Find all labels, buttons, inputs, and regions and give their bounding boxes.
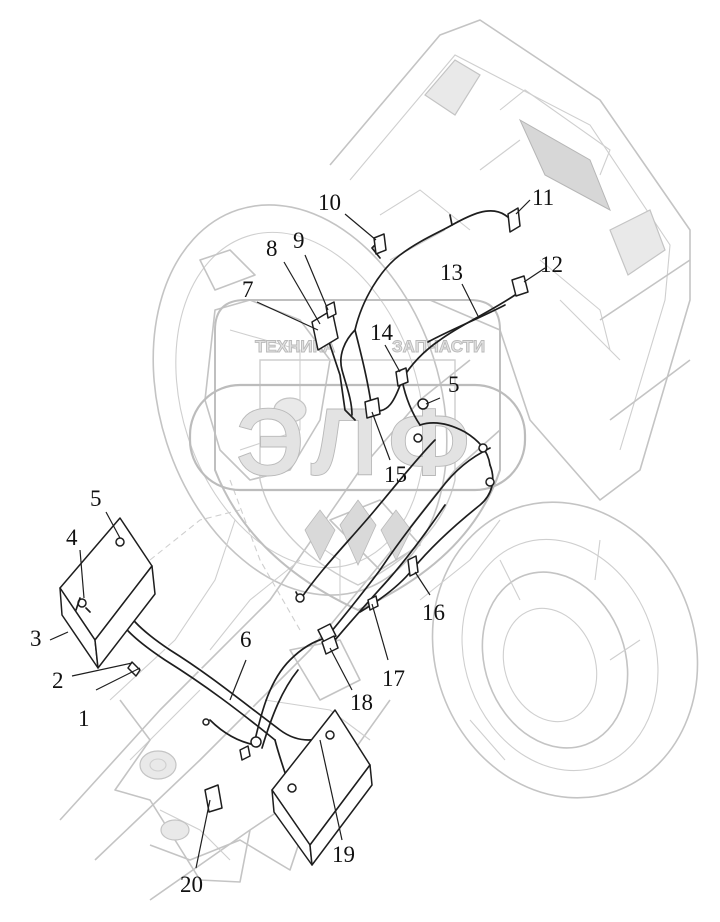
watermark: ТЕХНИКА ЗАПЧАСТИ ЭЛФ bbox=[188, 299, 527, 612]
connector-14 bbox=[395, 367, 409, 387]
callout-15: 15 bbox=[384, 462, 407, 487]
front-battery bbox=[59, 517, 156, 669]
watermark-logo: ЭЛФ bbox=[236, 389, 480, 496]
callout-1: 1 bbox=[78, 706, 90, 731]
clamp-17 bbox=[367, 595, 379, 611]
switch-box-8 bbox=[311, 309, 339, 351]
components bbox=[59, 207, 529, 866]
callout-5-rear: 5 bbox=[448, 372, 460, 397]
callout-10: 10 bbox=[318, 190, 341, 215]
callout-6: 6 bbox=[240, 627, 252, 652]
connector-18 bbox=[317, 623, 339, 655]
rear-battery bbox=[271, 709, 373, 866]
callout-18: 18 bbox=[350, 690, 373, 715]
leader-lines bbox=[49, 199, 546, 869]
callout-11: 11 bbox=[532, 185, 554, 210]
callout-4: 4 bbox=[66, 525, 78, 550]
watermark-wheat-icon bbox=[304, 499, 412, 566]
lamp-11 bbox=[507, 207, 521, 233]
callout-7: 7 bbox=[242, 277, 254, 302]
switch-9 bbox=[325, 301, 337, 319]
callout-16: 16 bbox=[422, 600, 445, 625]
watermark-left-word: ТЕХНИКА bbox=[255, 337, 335, 356]
callout-17: 17 bbox=[382, 666, 405, 691]
callout-3: 3 bbox=[30, 626, 42, 651]
callout-9: 9 bbox=[293, 228, 305, 253]
callout-20: 20 bbox=[180, 872, 203, 897]
connector-5-upper bbox=[417, 398, 429, 410]
callout-8: 8 bbox=[266, 236, 278, 261]
callout-12: 12 bbox=[540, 252, 563, 277]
callout-14: 14 bbox=[370, 320, 394, 345]
watermark-right-word: ЗАПЧАСТИ bbox=[392, 337, 485, 356]
callout-labels: 1 2 3 4 5 5 6 7 8 9 10 11 12 13 14 15 16… bbox=[30, 185, 563, 897]
wiring-harness bbox=[107, 210, 516, 796]
junction-15 bbox=[364, 397, 381, 419]
lamp-10 bbox=[373, 233, 387, 255]
callout-13: 13 bbox=[440, 260, 463, 285]
machine-outline bbox=[59, 19, 699, 901]
callout-2: 2 bbox=[52, 668, 64, 693]
sensor-12 bbox=[511, 275, 529, 297]
sensor-16 bbox=[407, 555, 419, 577]
relay-20 bbox=[204, 784, 223, 813]
terminal-2 bbox=[127, 661, 141, 677]
callout-5-front: 5 bbox=[90, 486, 102, 511]
callout-19: 19 bbox=[332, 842, 355, 867]
